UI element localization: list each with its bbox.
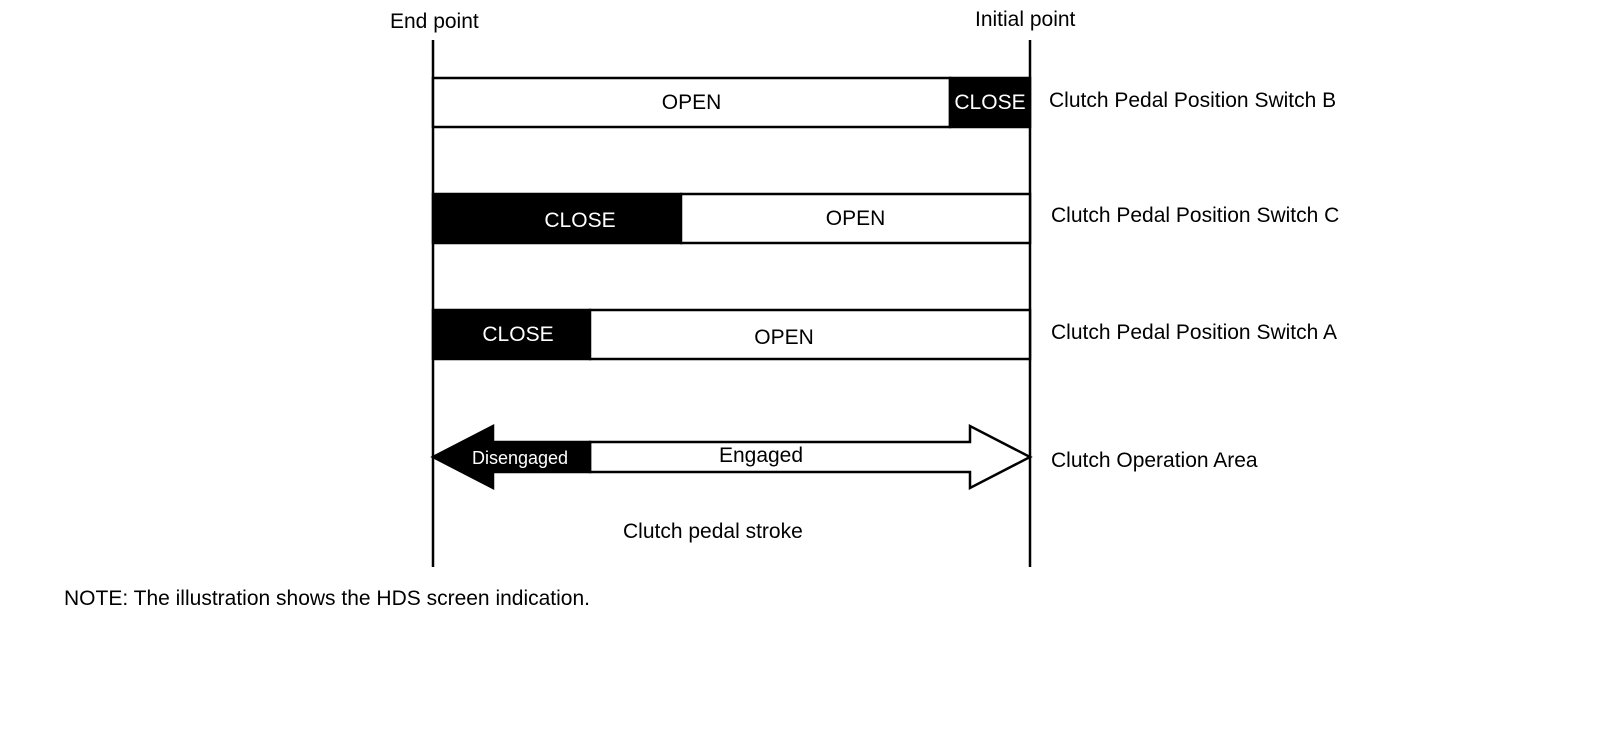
switch-c-open-label: OPEN [825, 206, 886, 230]
pedal-stroke-label: Clutch pedal stroke [623, 520, 803, 543]
switch-b-name: Clutch Pedal Position Switch B [1049, 89, 1337, 112]
switch-a-open-label: OPEN [754, 325, 814, 349]
disengaged-arrow-shape [430, 423, 592, 491]
switch-c-open-segment [679, 192, 1032, 245]
switch-a-close-label: CLOSE [482, 322, 554, 346]
note-text: NOTE: The illustration shows the HDS scr… [64, 587, 591, 610]
disengaged-label: Disengaged [471, 447, 569, 468]
switch-b-bar [431, 76, 1032, 129]
switch-a-open-segment [588, 308, 1032, 361]
switch-c-close-label: CLOSE [544, 208, 616, 232]
switch-a-name: Clutch Pedal Position Switch A [1051, 321, 1337, 344]
initial-point-label: Initial point [975, 8, 1076, 31]
engaged-arrow-shape [588, 423, 1033, 491]
switch-b-close-label: CLOSE [954, 90, 1026, 114]
operation-area-name: Clutch Operation Area [1051, 449, 1258, 472]
switch-c-close-segment [431, 192, 683, 245]
engaged-label: Engaged [718, 444, 804, 467]
switch-a-bar [431, 308, 1032, 361]
end-point-label: End point [390, 10, 479, 33]
switch-c-bar [431, 192, 1032, 245]
switch-b-open-label: OPEN [661, 90, 722, 114]
switch-c-name: Clutch Pedal Position Switch C [1051, 204, 1340, 227]
switch-b-close-segment [948, 76, 1032, 129]
operation-arrow [430, 423, 1033, 491]
